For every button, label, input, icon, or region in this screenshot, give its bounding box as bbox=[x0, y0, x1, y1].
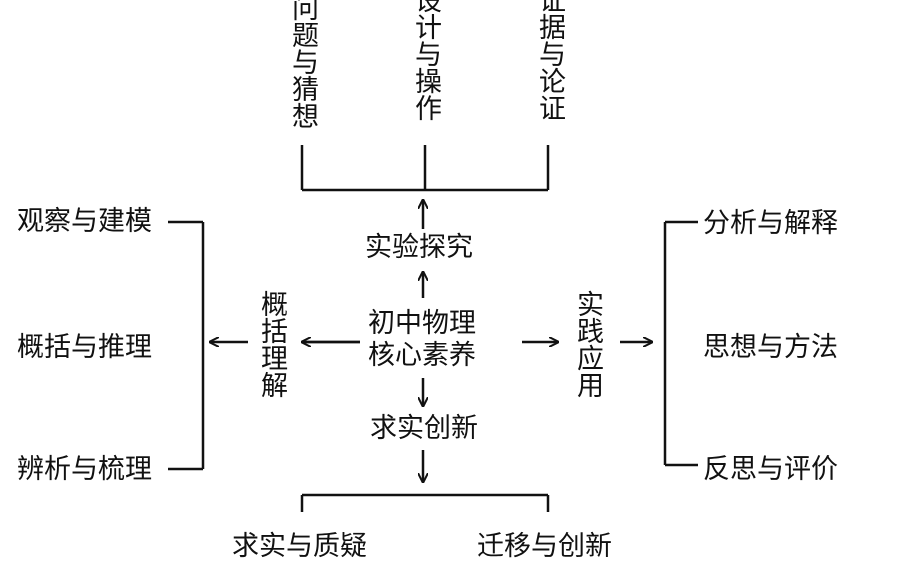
top-item-3: 证据与论证 bbox=[534, 0, 565, 121]
top-hub: 实验探究 bbox=[365, 232, 473, 263]
right-item-1: 分析与解释 bbox=[703, 208, 838, 239]
bottom-item-2: 迁移与创新 bbox=[477, 531, 612, 562]
left-item-2: 概括与推理 bbox=[17, 332, 152, 363]
right-item-2: 思想与方法 bbox=[703, 332, 838, 363]
left-item-1: 观察与建模 bbox=[17, 206, 152, 237]
left-hub: 概括理解 bbox=[256, 290, 287, 398]
bottom-hub: 求实创新 bbox=[370, 413, 478, 444]
top-item-2: 设计与操作 bbox=[410, 0, 441, 121]
top-item-1: 问题与猜想 bbox=[287, 0, 318, 129]
right-item-3: 反思与评价 bbox=[703, 454, 838, 485]
bottom-item-1: 求实与质疑 bbox=[232, 531, 367, 562]
center-line-2: 核心素养 bbox=[368, 340, 476, 371]
right-hub: 实践应用 bbox=[572, 290, 603, 398]
left-item-3: 辨析与梳理 bbox=[17, 454, 152, 485]
center-line-1: 初中物理 bbox=[368, 308, 476, 339]
